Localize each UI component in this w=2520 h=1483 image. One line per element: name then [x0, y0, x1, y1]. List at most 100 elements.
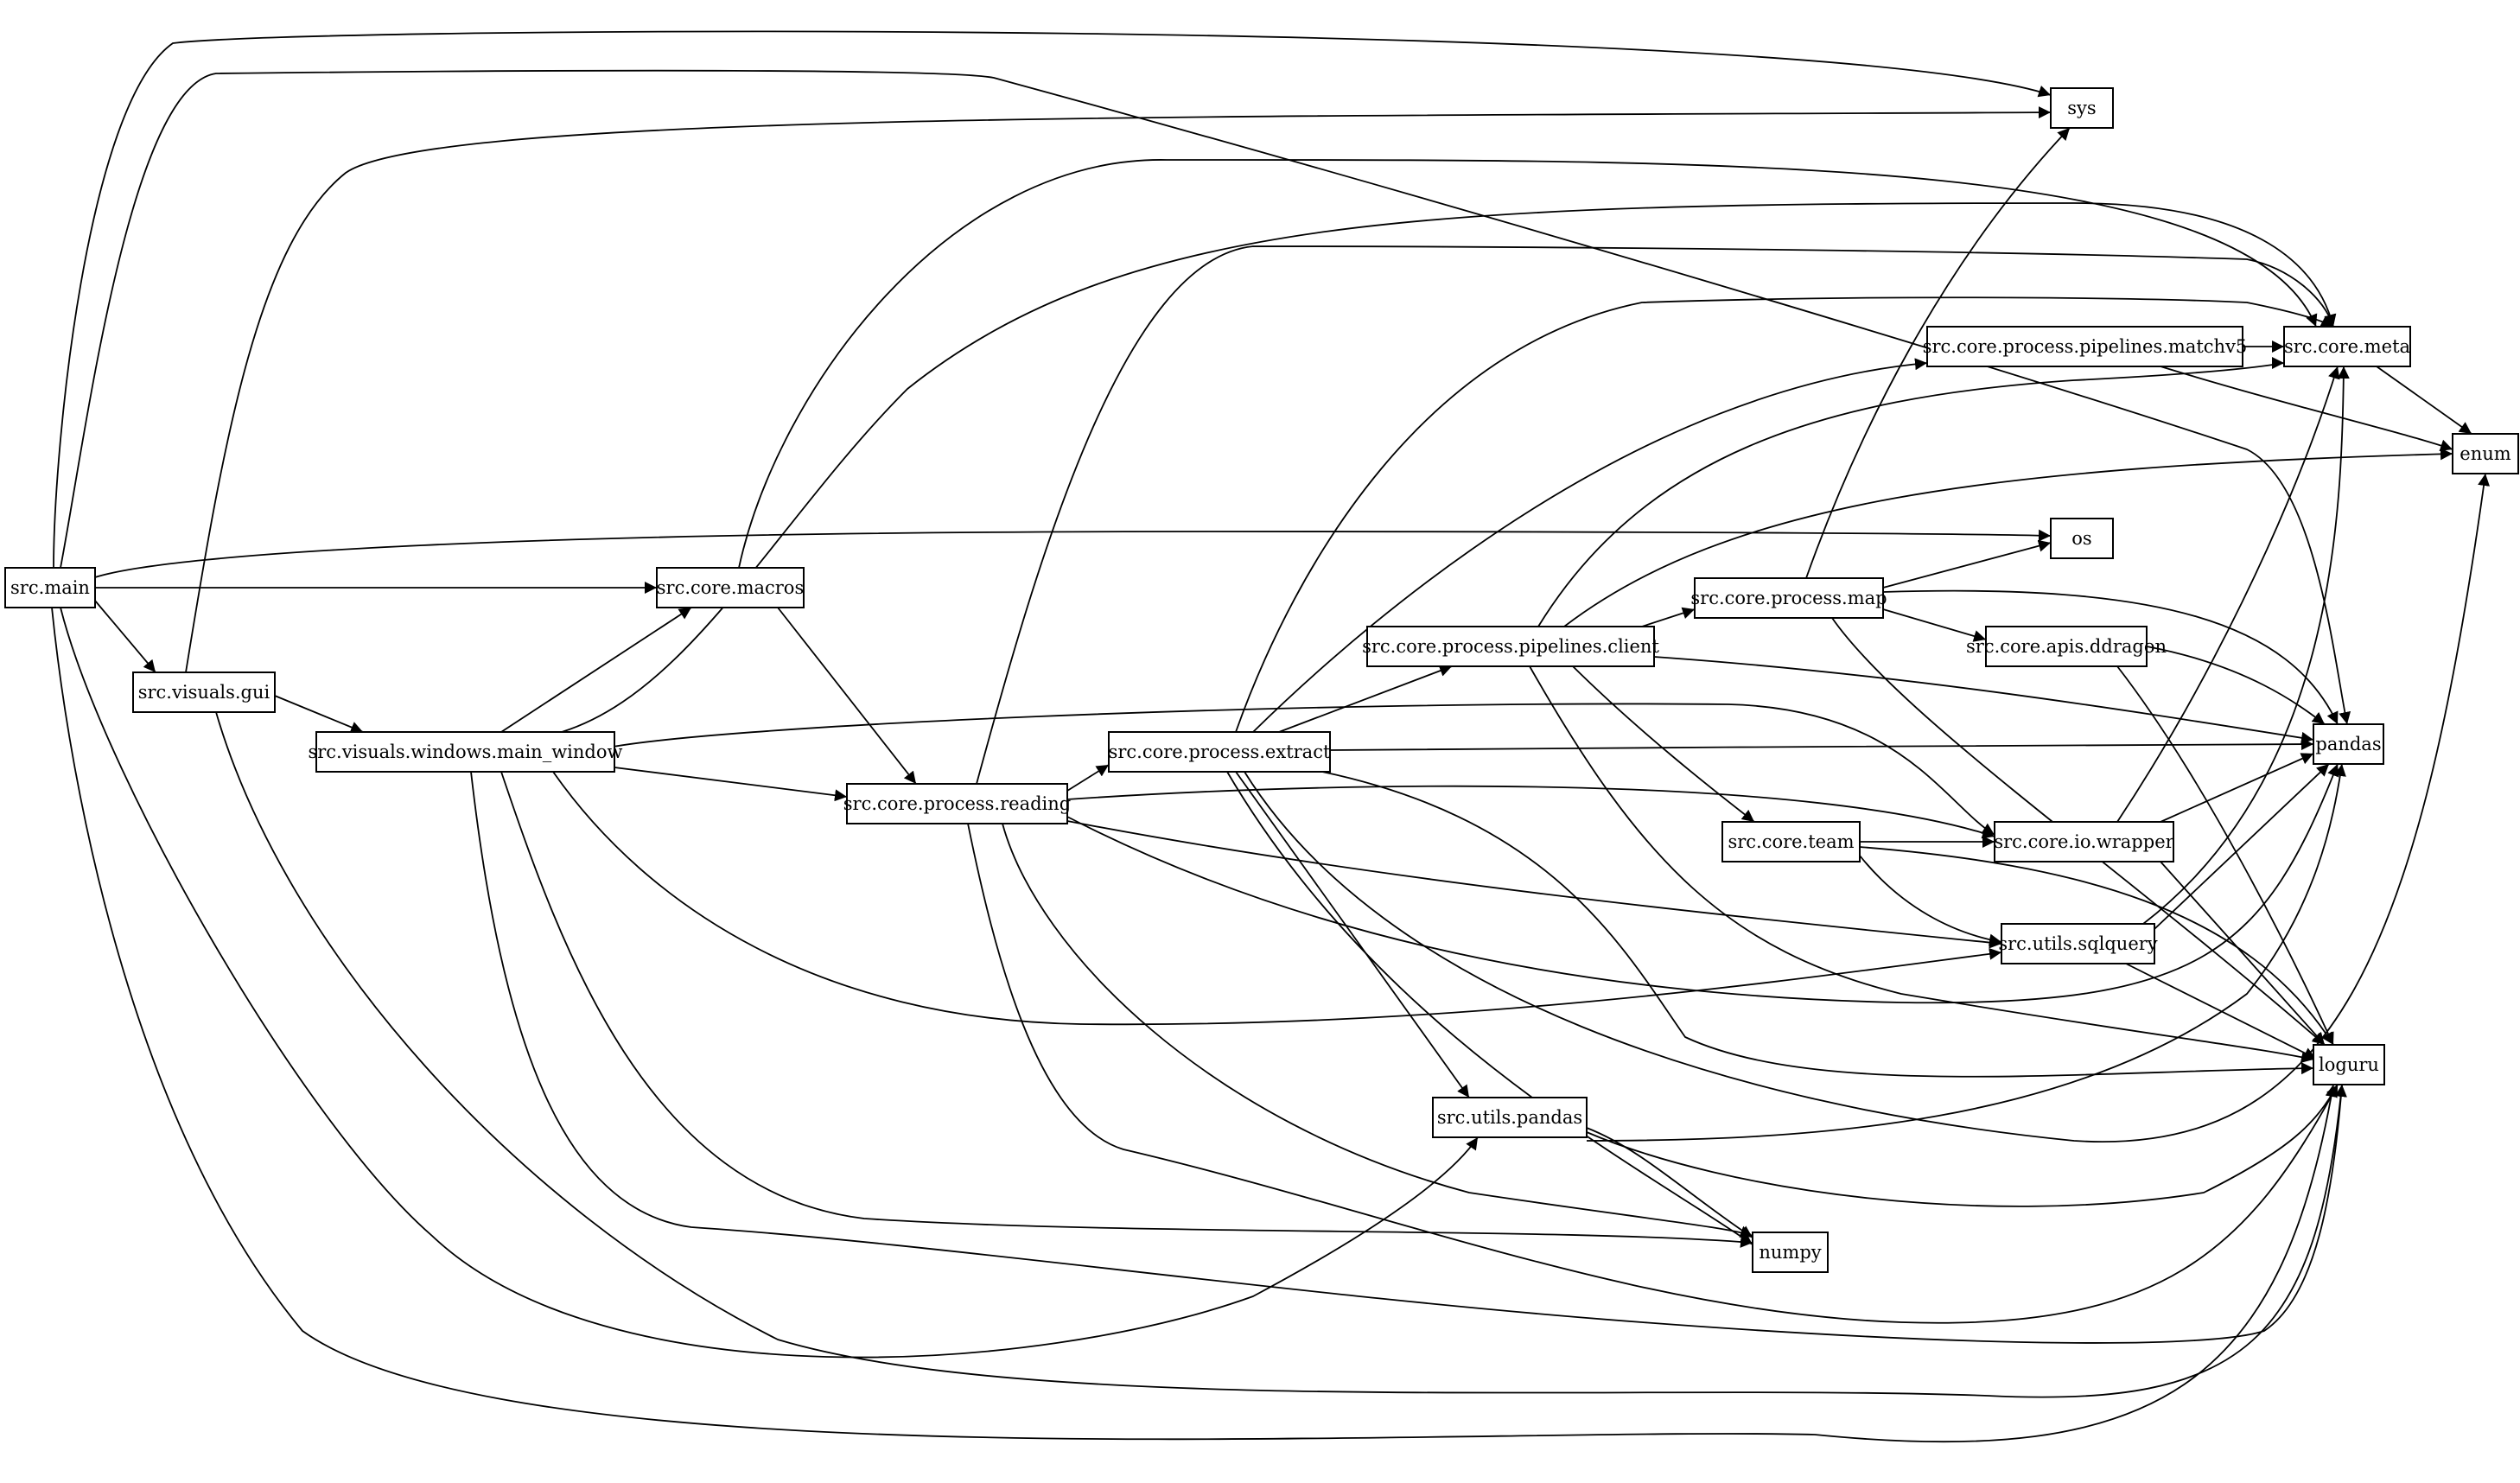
edge-src-utils-sqlquery-to-src-core-meta: [2142, 366, 2350, 925]
node-label: src.core.macros: [657, 577, 804, 598]
node-box: [1994, 821, 2174, 862]
edge-src-main-to-src-visuals-gui: [94, 600, 156, 673]
edge-src-main-to-os: [94, 529, 2052, 578]
node-box: [315, 731, 615, 773]
edge-src-core-process-reading-to-numpy: [1002, 823, 1753, 1238]
edge-src-core-process-reading-to-pandas: [1066, 763, 2339, 1004]
node-label: src.core.team: [1728, 831, 1854, 852]
edge-src-utils-sqlquery-to-pandas: [2154, 763, 2330, 930]
node-numpy: numpy: [1752, 1232, 1829, 1273]
edge-src-core-process-extract-to-pandas: [1329, 738, 2314, 751]
edge-src-core-process-pipelines-matchv5-to-enum: [2160, 366, 2453, 452]
node-sys: sys: [2050, 87, 2114, 129]
edge-src-core-process-map-to-loguru: [1831, 617, 2326, 1046]
edge-src-visuals-windows-main-window-to-numpy: [500, 771, 1753, 1248]
edge-src-core-process-extract-to-src-utils-pandas: [1235, 771, 1470, 1098]
node-src-core-process-pipelines-client: src.core.process.pipelines.client: [1362, 626, 1659, 667]
node-src-main: src.main: [4, 567, 96, 608]
node-box: [2313, 723, 2384, 765]
edge-src-core-process-extract-to-src-core-process-pipelines-client: [1278, 665, 1453, 733]
edge-src-visuals-windows-main-window-to-src-core-process-reading: [614, 767, 848, 802]
edge-src-visuals-windows-main-window-to-src-core-macros: [500, 607, 692, 733]
edge-src-core-process-reading-to-loguru: [967, 823, 2339, 1324]
node-src-core-process-map: src.core.process.map: [1690, 577, 1887, 619]
edge-src-main-to-loguru: [51, 607, 2338, 1443]
node-box: [4, 567, 96, 608]
edge-src-core-process-reading-to-src-utils-sqlquery: [1066, 820, 2002, 949]
node-box: [1985, 626, 2148, 667]
edge-src-core-process-map-to-src-core-apis-ddragon: [1882, 608, 1987, 642]
node-src-visuals-windows-main-window: src.visuals.windows.main_window: [308, 731, 623, 773]
nodes-layer: src.main src.visuals.gui src.visuals.windo…: [4, 87, 2519, 1273]
edge-src-core-io-wrapper-to-pandas: [2160, 753, 2314, 823]
node-label: src.core.io.wrapper: [1994, 831, 2174, 852]
edge-src-visuals-gui-to-loguru: [215, 711, 2347, 1398]
node-label: sys: [2067, 98, 2096, 118]
edge-src-core-process-reading-to-src-core-meta: [976, 245, 2336, 785]
edge-src-utils-pandas-to-loguru: [1586, 1084, 2339, 1207]
node-os: os: [2050, 518, 2114, 559]
node-label: src.core.meta: [2284, 336, 2410, 357]
edges-layer: [51, 30, 2491, 1443]
edge-src-core-process-reading-to-src-core-process-extract: [1066, 764, 1110, 792]
edge-src-core-process-pipelines-client-to-src-core-team: [1572, 665, 1755, 823]
node-box: [1752, 1232, 1829, 1273]
node-label: enum: [2460, 443, 2510, 464]
node-box: [1926, 326, 2243, 367]
node-label: loguru: [2319, 1054, 2379, 1075]
node-box: [1694, 577, 1884, 619]
node-label: src.core.process.reading: [843, 793, 1071, 814]
node-label: src.core.process.pipelines.matchv5: [1923, 336, 2248, 357]
node-box: [132, 671, 276, 713]
node-box: [1721, 821, 1861, 862]
node-box: [2452, 433, 2519, 474]
edge-src-core-process-extract-to-src-core-process-pipelines-matchv5: [1252, 358, 1928, 733]
node-src-core-team: src.core.team: [1721, 821, 1861, 862]
edge-src-core-team-to-loguru: [1859, 846, 2334, 1046]
node-src-utils-sqlquery: src.utils.sqlquery: [1998, 923, 2158, 964]
node-enum: enum: [2452, 433, 2519, 474]
edge-src-visuals-windows-main-window-to-src-utils-sqlquery: [552, 771, 2002, 1026]
edge-src-core-process-pipelines-client-to-pandas: [1653, 656, 2314, 744]
edge-src-utils-pandas-to-numpy: [1586, 1127, 1753, 1238]
node-box: [1108, 731, 1331, 773]
edge-src-core-process-pipelines-client-to-loguru: [1529, 665, 2314, 1064]
edge-src-main-to-sys: [53, 30, 2052, 569]
node-label: src.utils.pandas: [1437, 1107, 1582, 1128]
node-box: [846, 783, 1068, 824]
edge-src-core-team-to-src-utils-sqlquery: [1859, 855, 2002, 946]
edge-src-visuals-windows-main-window-to-loguru: [470, 771, 2347, 1344]
node-label: src.main: [10, 577, 90, 598]
node-label: src.visuals.windows.main_window: [308, 742, 622, 762]
node-label: src.core.process.extract: [1109, 742, 1331, 762]
node-box: [2283, 326, 2411, 367]
node-src-visuals-gui: src.visuals.gui: [132, 671, 276, 713]
node-label: pandas: [2315, 734, 2381, 754]
node-src-core-io-wrapper: src.core.io.wrapper: [1994, 821, 2175, 862]
edge-src-core-process-map-to-pandas: [1882, 589, 2339, 725]
edge-src-core-macros-to-src-core-process-reading: [777, 607, 917, 785]
edge-src-core-process-extract-to-numpy: [1226, 771, 1753, 1245]
node-label: src.core.process.map: [1690, 588, 1887, 608]
node-box: [2050, 87, 2114, 129]
node-box: [1432, 1097, 1588, 1138]
edge-src-core-io-wrapper-to-loguru: [2160, 861, 2326, 1046]
node-box: [2050, 518, 2114, 559]
node-src-core-process-pipelines-matchv5: src.core.process.pipelines.matchv5: [1923, 326, 2248, 367]
node-label: src.core.apis.ddragon: [1966, 636, 2167, 657]
edge-src-core-process-extract-to-src-core-meta: [1235, 296, 2334, 733]
edge-src-utils-pandas-to-pandas: [1586, 763, 2346, 1142]
node-label: src.core.process.pipelines.client: [1362, 636, 1659, 657]
edge-src-core-apis-ddragon-to-loguru: [2116, 665, 2334, 1046]
node-label: numpy: [1759, 1242, 1821, 1263]
edge-src-core-meta-to-enum: [2376, 366, 2472, 435]
edge-src-main-to-pandas: [60, 69, 2351, 725]
edge-src-core-process-map-to-os: [1882, 539, 2052, 589]
node-src-core-process-extract: src.core.process.extract: [1108, 731, 1331, 773]
node-src-core-meta: src.core.meta: [2283, 326, 2411, 367]
node-src-core-macros: src.core.macros: [656, 567, 805, 608]
edge-src-core-process-pipelines-client-to-src-core-meta: [1537, 357, 2285, 627]
node-src-utils-pandas: src.utils.pandas: [1432, 1097, 1588, 1138]
node-src-core-process-reading: src.core.process.reading: [843, 783, 1071, 824]
